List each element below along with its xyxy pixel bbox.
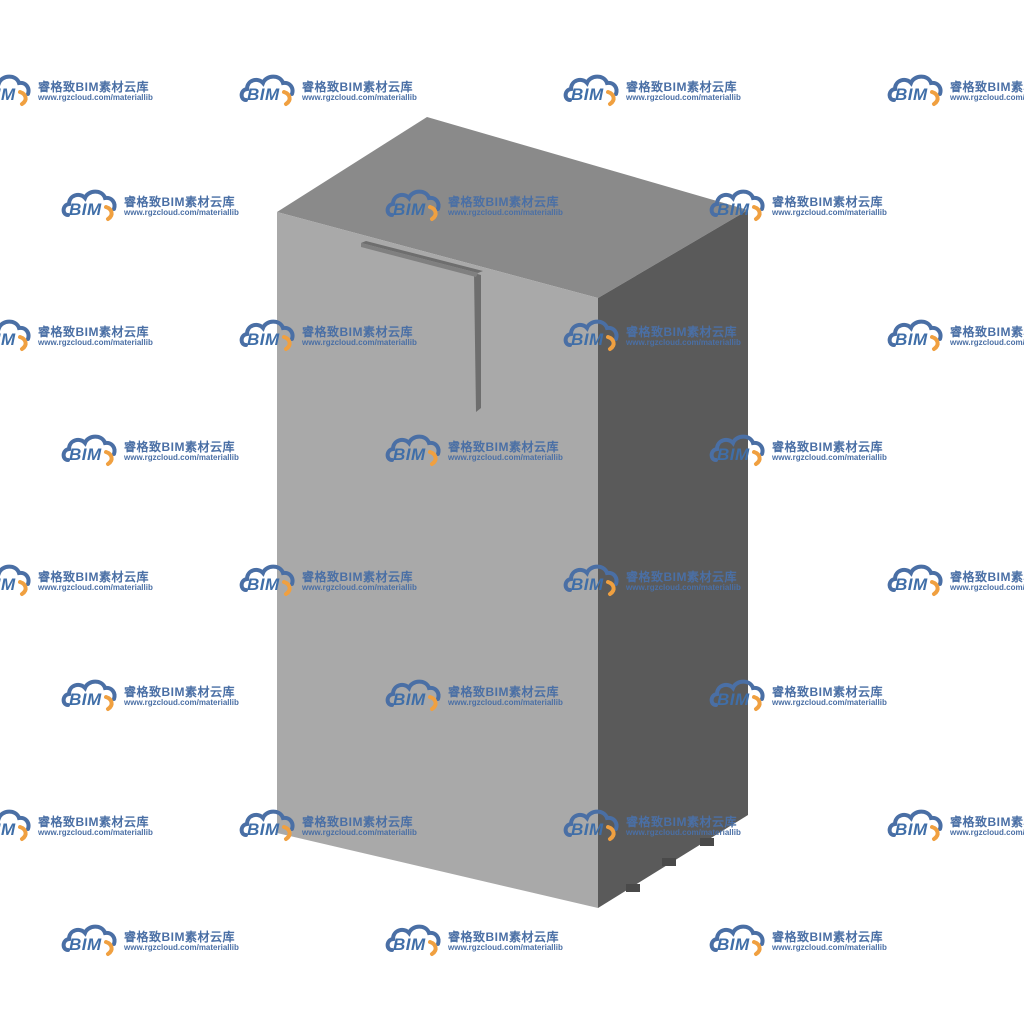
cabinet-front-face	[277, 212, 598, 908]
cabinet-foot	[662, 858, 676, 866]
door-handle-vertical	[474, 273, 481, 412]
cabinet-foot	[700, 838, 714, 846]
cabinet-side-face	[598, 210, 748, 908]
cabinet-foot	[626, 884, 640, 892]
door-handle-shade	[361, 243, 478, 277]
door-handle-horizontal	[361, 241, 483, 273]
cabinet-top-face	[277, 117, 748, 298]
